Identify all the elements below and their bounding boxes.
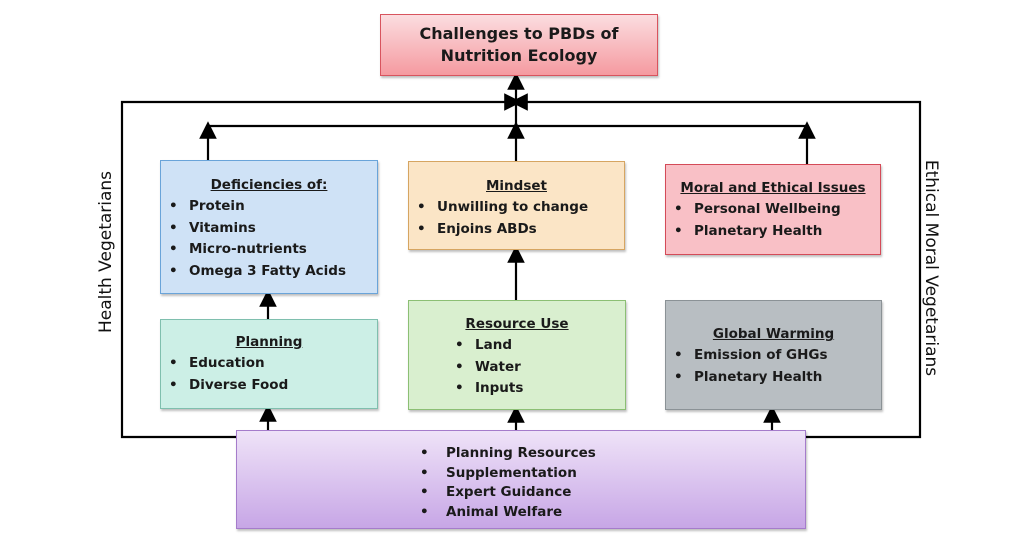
global-warming-box: Global Warming Emission of GHGs Planetar… <box>665 300 882 410</box>
deficiencies-box: Deficiencies of: Protein Vitamins Micro-… <box>160 160 378 294</box>
global-warming-list: Emission of GHGs Planetary Health <box>674 345 881 388</box>
side-label-ethical-moral-vegetarians: Ethical Moral Vegetarians <box>921 159 941 377</box>
solutions-box: Planning Resources Supplementation Exper… <box>236 430 806 529</box>
deficiencies-header: Deficiencies of: <box>210 177 328 193</box>
list-item: Water <box>455 357 625 379</box>
list-item: Personal Wellbeing <box>674 199 880 221</box>
resource-use-header: Resource Use <box>465 316 569 332</box>
list-item: Enjoins ABDs <box>417 219 624 241</box>
list-item: Expert Guidance <box>420 483 805 503</box>
title-box: Challenges to PBDs of Nutrition Ecology <box>380 14 658 76</box>
mindset-list: Unwilling to change Enjoins ABDs <box>417 197 624 240</box>
list-item: Land <box>455 335 625 357</box>
mindset-header: Mindset <box>486 178 547 194</box>
outer-frame-right <box>510 93 922 439</box>
list-item: Supplementation <box>420 464 805 484</box>
planning-list: Education Diverse Food <box>169 353 377 396</box>
list-item: Omega 3 Fatty Acids <box>169 261 377 283</box>
resource-use-box: Resource Use Land Water Inputs <box>408 300 626 410</box>
mindset-box: Mindset Unwilling to change Enjoins ABDs <box>408 161 625 250</box>
title-line2: Nutrition Ecology <box>440 46 598 65</box>
list-item: Planetary Health <box>674 221 880 243</box>
list-item: Protein <box>169 196 377 218</box>
list-item: Micro-nutrients <box>169 239 377 261</box>
outer-frame-left <box>120 93 522 439</box>
list-item: Planetary Health <box>674 367 881 389</box>
global-warming-header: Global Warming <box>712 326 835 342</box>
list-item: Planning Resources <box>420 444 805 464</box>
list-item: Education <box>169 353 377 375</box>
side-label-health-vegetarians: Health Vegetarians <box>96 170 116 334</box>
solutions-list: Planning Resources Supplementation Exper… <box>420 444 805 522</box>
title-line1: Challenges to PBDs of <box>419 24 619 43</box>
moral-ethical-box: Moral and Ethical Issues Personal Wellbe… <box>665 164 881 255</box>
list-item: Unwilling to change <box>417 197 624 219</box>
planning-box: Planning Education Diverse Food <box>160 319 378 409</box>
list-item: Animal Welfare <box>420 503 805 523</box>
moral-ethical-list: Personal Wellbeing Planetary Health <box>674 199 880 242</box>
moral-ethical-header: Moral and Ethical Issues <box>680 180 866 196</box>
list-item: Inputs <box>455 378 625 400</box>
list-item: Vitamins <box>169 218 377 240</box>
list-item: Emission of GHGs <box>674 345 881 367</box>
list-item: Diverse Food <box>169 375 377 397</box>
planning-header: Planning <box>235 334 303 350</box>
resource-use-list: Land Water Inputs <box>455 335 625 400</box>
deficiencies-list: Protein Vitamins Micro-nutrients Omega 3… <box>169 196 377 282</box>
